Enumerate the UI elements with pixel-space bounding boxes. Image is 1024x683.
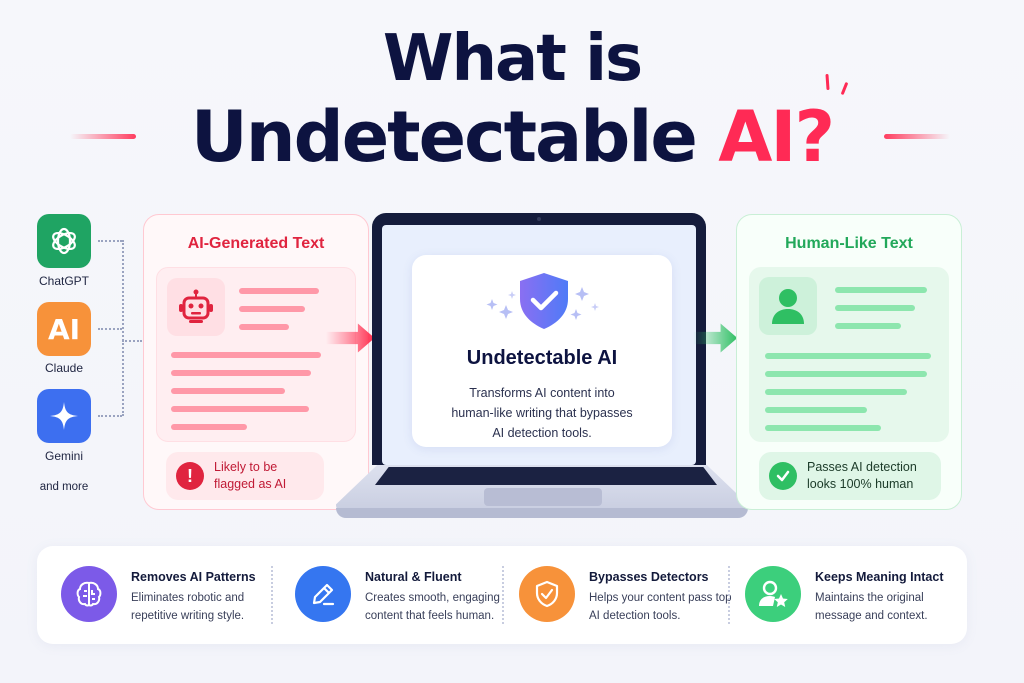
gemini-source [37,389,91,443]
feature-title: Natural & Fluent [365,570,462,584]
text-line [765,389,907,395]
text-line [765,407,867,413]
laptop-trackpad [484,488,602,506]
laptop-screen: Undetectable AI Transforms AI content in… [372,213,706,465]
feature-description: Helps your content pass top AI detection… [589,589,759,625]
headline-main: Undetectable [190,96,719,178]
laptop-display: Undetectable AI Transforms AI content in… [382,225,696,465]
ai-text-icon: AI [47,312,81,346]
feature-desc-line: repetitive writing style. [131,610,245,622]
badge-line-1: Likely to be [214,460,278,474]
claude-label: Claude [44,361,84,375]
human-text-document [749,267,949,442]
badge-line-2: looks 100% human [807,477,914,491]
headline-line-1: What is [382,22,643,96]
text-line [835,287,927,293]
feature-description: Eliminates robotic and repetitive writin… [131,589,291,625]
feature-desc-line: AI detection tools. [589,610,681,622]
feature-title: Removes AI Patterns [131,570,256,584]
product-title: Undetectable AI [466,347,618,369]
feature-desc-line: Maintains the original [815,592,924,604]
shield-check-icon [519,566,575,622]
human-like-text-card: Human-Like Text Passes AI detection look… [736,214,962,510]
connector-line [122,240,124,416]
chatgpt-source [37,214,91,268]
claude-source: AI [37,302,91,356]
passes-detection-badge: Passes AI detection looks 100% human [759,452,941,500]
connector-line [98,240,122,242]
text-line [171,424,247,430]
text-line [765,353,931,359]
feature-desc-line: message and context. [815,610,928,622]
text-line [835,323,901,329]
feature-divider [271,566,273,624]
connector-line [98,415,122,417]
product-description: Transforms AI content into human-like wr… [422,383,662,443]
description-line: human-like writing that bypasses [451,406,633,420]
connector-line [122,340,142,342]
text-line [171,370,311,376]
features-strip: Removes AI Patterns Eliminates robotic a… [37,546,967,644]
feature-title: Bypasses Detectors [589,570,709,584]
check-icon [769,462,797,490]
text-line [171,388,285,394]
ai-text-document [156,267,356,442]
laptop-camera [537,217,541,221]
feature-desc-line: Eliminates robotic and [131,592,245,604]
ai-card-title: AI-Generated Text [187,235,325,252]
headline-accent: AI? [718,96,835,178]
sparkle-star-icon [50,402,78,430]
flagged-warning-badge: ! Likely to be flagged as AI [166,452,324,500]
badge-line-1: Passes AI detection [807,460,917,474]
more-sources-label: and more [39,481,89,493]
decorative-dash-left [70,134,136,139]
text-line [171,406,309,412]
robot-avatar [167,278,225,336]
badge-line-2: flagged as AI [214,477,287,491]
text-line [239,324,289,330]
feature-desc-line: Creates smooth, engaging [365,592,500,604]
exclamation-icon: ! [176,462,204,490]
human-card-title: Human-Like Text [785,235,913,252]
text-line [765,371,927,377]
user-star-icon [745,566,801,622]
text-line [835,305,915,311]
feature-description: Creates smooth, engaging content that fe… [365,589,525,625]
description-line: Transforms AI content into [469,386,615,400]
gemini-label: Gemini [44,449,83,463]
undetectable-ai-panel: Undetectable AI Transforms AI content in… [412,255,672,447]
laptop-keyboard [375,467,717,485]
openai-knot-icon [52,227,76,255]
text-line [765,425,881,431]
feature-title: Keeps Meaning Intact [815,570,944,584]
person-avatar [759,277,817,335]
laptop-base-edge [336,508,748,518]
chatgpt-label: ChatGPT [38,274,89,288]
robot-icon [179,289,213,323]
person-icon [772,289,804,324]
description-line: AI detection tools. [492,426,592,440]
pencil-icon [295,566,351,622]
shield-check-icon [486,273,599,329]
text-line [239,288,319,294]
feature-description: Maintains the original message and conte… [815,589,975,625]
text-line [171,352,321,358]
feature-desc-line: Helps your content pass top [589,592,732,604]
arrow-right-green-icon [693,323,738,353]
decorative-dash-right [884,134,950,139]
headline-line-2: Undetectable AI? [0,96,1024,178]
brain-icon [61,566,117,622]
ai-generated-text-card: AI-Generated Text ! Likely to b [143,214,369,510]
arrow-right-red-icon [325,323,375,353]
feature-desc-line: content that feels human. [365,610,495,622]
feature-divider [502,566,504,624]
feature-divider [728,566,730,624]
text-line [239,306,305,312]
connector-line [98,328,122,330]
